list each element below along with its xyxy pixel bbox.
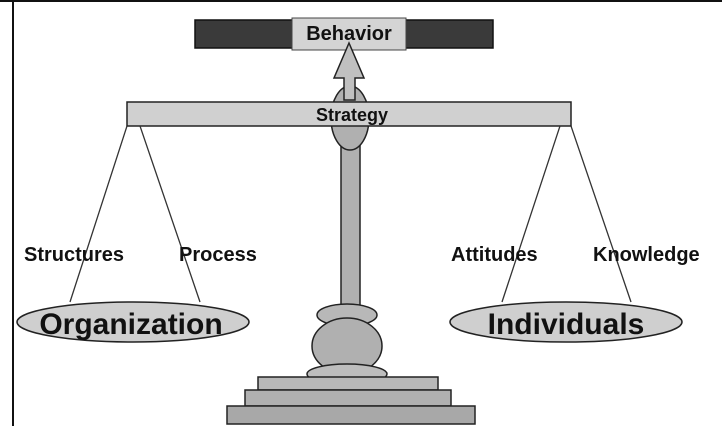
organization-pan bbox=[16, 301, 250, 343]
left-string-inner bbox=[139, 125, 201, 303]
right-string-outer bbox=[570, 125, 632, 303]
scale-pillar bbox=[340, 124, 361, 311]
organization-label: Organization bbox=[39, 308, 222, 341]
structures-label: Structures bbox=[24, 244, 124, 266]
strategy-beam bbox=[126, 101, 572, 127]
strategy-label: Strategy bbox=[316, 105, 388, 125]
base-step-bottom bbox=[226, 405, 476, 425]
up-arrow bbox=[332, 41, 366, 101]
right-string-inner bbox=[501, 125, 561, 303]
attitudes-label: Attitudes bbox=[451, 244, 538, 266]
base-step-middle bbox=[244, 389, 452, 407]
left-string-outer bbox=[69, 125, 128, 303]
process-label: Process bbox=[179, 244, 257, 266]
behavior-label: Behavior bbox=[306, 23, 392, 45]
base-step-top bbox=[257, 376, 439, 391]
individuals-pan bbox=[449, 301, 683, 343]
knowledge-label: Knowledge bbox=[593, 244, 700, 266]
individuals-label: Individuals bbox=[488, 308, 645, 341]
